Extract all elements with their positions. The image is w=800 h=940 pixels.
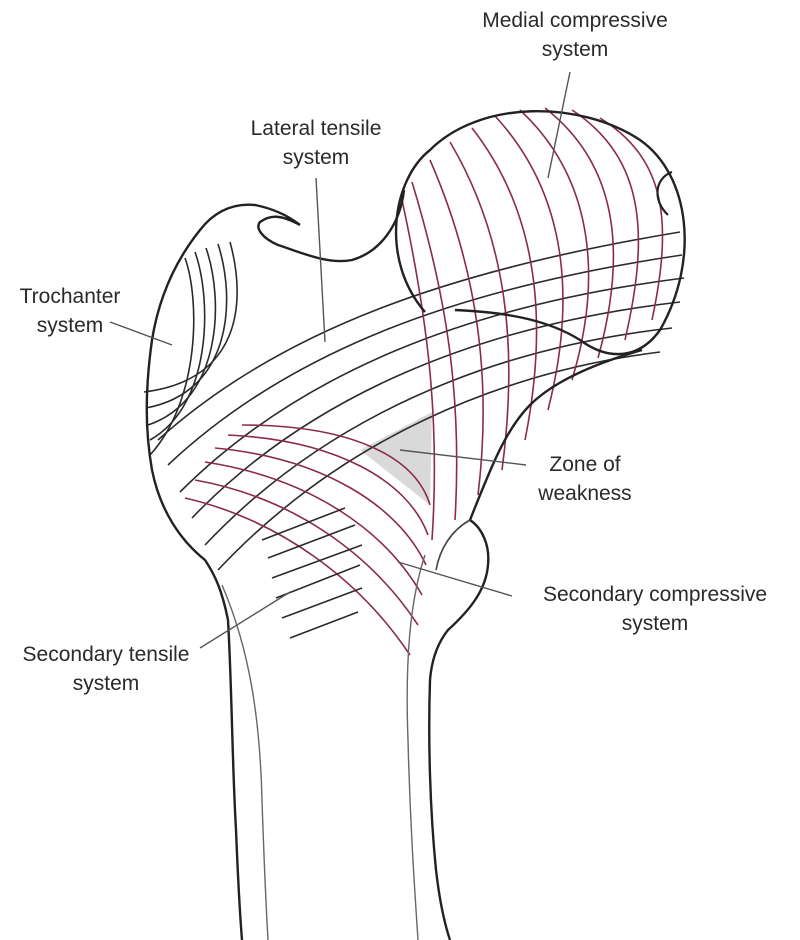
label-lateral-tensile-system: Lateral tensile system [226, 114, 406, 172]
label-secondary-compressive-system: Secondary compressive system [510, 580, 800, 638]
label-secondary-tensile-line1: Secondary tensile [22, 643, 190, 666]
label-medial-compressive-line2: system [541, 38, 609, 61]
medullary-canal-lateral [221, 584, 269, 940]
label-trochanter-line2: system [36, 314, 104, 337]
label-medial-compressive-system: Medial compressive system [455, 6, 695, 64]
secondary-tensile-system-lines [261, 507, 363, 639]
leader-medial-compressive [547, 71, 571, 179]
trochanter-system-lines [143, 241, 238, 456]
label-secondary-compressive-line2: system [621, 612, 689, 635]
label-secondary-tensile-system: Secondary tensile system [0, 640, 212, 698]
shaft-medial-outline [428, 679, 452, 940]
lesser-trochanter-inner [435, 519, 471, 571]
label-trochanter-line1: Trochanter [19, 285, 121, 308]
lesser-trochanter-outline [428, 348, 643, 681]
label-trochanter-system: Trochanter system [0, 282, 140, 340]
secondary-compressive-system-lines [184, 424, 431, 656]
leader-trochanter [109, 321, 173, 346]
label-secondary-compressive-line1: Secondary compressive [542, 583, 768, 606]
medial-compressive-system-lines [401, 107, 664, 541]
label-zone-of-weakness: Zone of weakness [520, 450, 650, 508]
label-lateral-tensile-line2: system [282, 146, 350, 169]
leader-secondary-compressive [397, 561, 513, 597]
zone-of-weakness-shading [360, 412, 432, 505]
label-zone-weakness-line1: Zone of [549, 453, 621, 476]
medullary-canal-medial [406, 554, 426, 940]
leader-lateral-tensile [315, 177, 326, 343]
femoral-head-outline [394, 110, 686, 356]
leader-lines [109, 71, 571, 649]
fovea-capitis [656, 170, 673, 216]
shaft-lateral-outline [226, 619, 244, 940]
label-zone-weakness-line2: weakness [538, 482, 632, 505]
label-medial-compressive-line1: Medial compressive [482, 9, 668, 32]
leader-secondary-tensile [199, 591, 291, 649]
leader-zone-weakness [399, 449, 527, 466]
label-lateral-tensile-line1: Lateral tensile [250, 117, 382, 140]
greater-trochanter-outline [145, 189, 406, 621]
label-secondary-tensile-line2: system [72, 672, 140, 695]
